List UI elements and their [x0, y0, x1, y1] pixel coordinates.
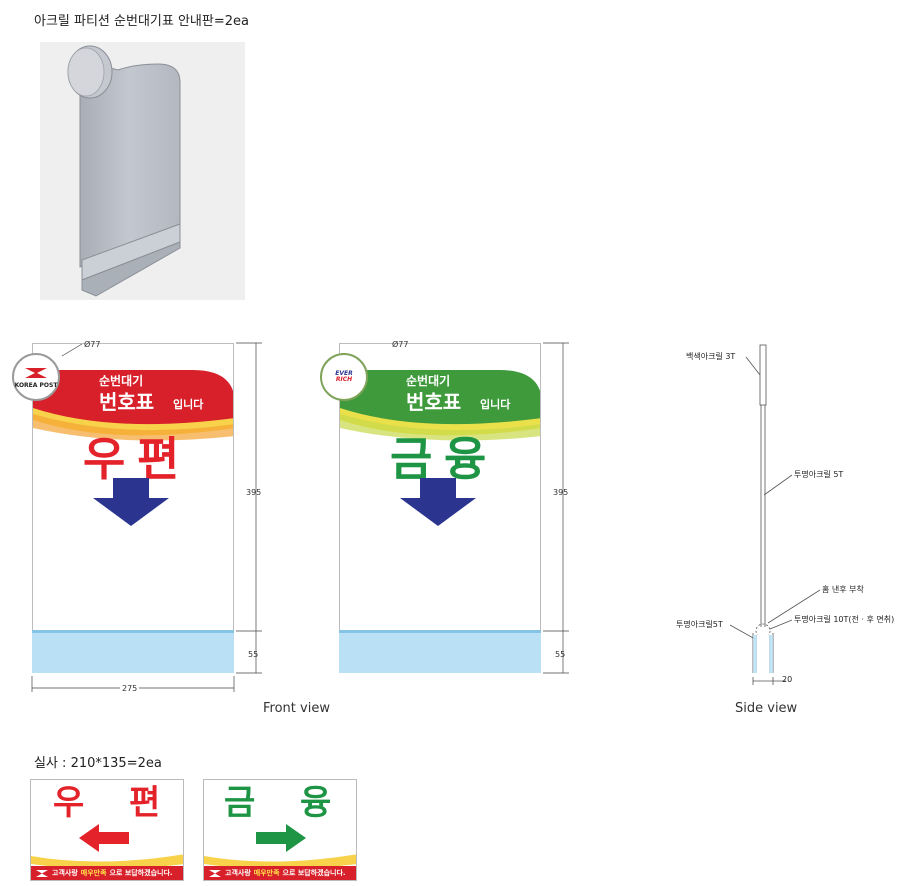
sign-post-width: 275: [120, 684, 140, 693]
front-view-caption: Front view: [263, 701, 330, 716]
arrow-down-icon: [400, 478, 476, 526]
product-photo: [40, 42, 245, 300]
ever-rich-logo-line2: RICH: [335, 376, 353, 383]
card-post-footer-prefix: 고객사랑: [52, 869, 78, 877]
sign-rich-height: 395: [553, 488, 569, 497]
actual-print-title: 실사 : 210*135=2ea: [34, 756, 162, 771]
sign-post-base-height: 55: [248, 650, 259, 659]
sign-post-height: 395: [246, 488, 262, 497]
card-post-footer-band: [31, 854, 183, 880]
actual-card-rich: 금 융 고객사랑 매우만족 으로 보답하겠습니다.: [203, 779, 357, 881]
korea-post-logo-text: KOREA POST: [14, 381, 58, 389]
ever-rich-logo: EVER RICH: [320, 353, 368, 401]
sign-rich-diameter: Ø77: [392, 340, 409, 349]
sign-rich-ribbon-art: [340, 370, 540, 441]
card-rich-footer-band: [204, 854, 356, 880]
sign-rich-char2: 융: [444, 432, 487, 486]
korea-post-small-icon: [209, 869, 221, 877]
sign-post-ribbon-line3: 입니다: [173, 398, 204, 411]
card-rich-footer-prefix: 고객사랑: [225, 869, 251, 877]
card-post-char1: 우: [53, 783, 85, 823]
sign-rich-panel: 순번대기 번호표 입니다 금 융: [339, 343, 541, 673]
sign-post-ribbon-line1: 순번대기: [99, 374, 144, 388]
ever-rich-logo-line1: EVER: [335, 369, 353, 377]
card-rich-footer-suffix: 으로 보답하겠습니다.: [282, 869, 346, 877]
sign-rich-base-height: 55: [555, 650, 566, 659]
arrow-left-icon: [79, 824, 129, 852]
sign-rich-char1: 금: [390, 432, 433, 486]
sign-post-base: [32, 630, 234, 673]
card-rich-footer-highlight: 매우만족: [253, 869, 280, 877]
card-post-footer-suffix: 으로 보답하겠습니다.: [109, 869, 173, 877]
label-white-acrylic: 백색아크릴 3T: [686, 352, 736, 361]
card-post-char2: 편: [129, 783, 161, 823]
sign-rich-base: [339, 630, 541, 673]
sign-rich-ribbon-line2: 번호표: [406, 390, 462, 414]
sign-post-panel: 순번대기 번호표 입니다 우 편: [32, 343, 234, 673]
acrylic-partition-render: [67, 45, 181, 297]
actual-card-post: 우 편 고객사랑 매우만족 으로 보답하겠습니다.: [30, 779, 184, 881]
label-20: 20: [782, 675, 793, 684]
sign-post-ribbon-line2: 번호표: [99, 390, 155, 414]
side-view-drawing: [729, 344, 821, 685]
card-rich-char2: 융: [300, 783, 332, 823]
sign-rich-ribbon: [340, 370, 540, 425]
korea-post-emblem-icon: [25, 367, 47, 378]
sign-post-ribbon: [33, 370, 233, 425]
label-clear-5t: 투명아크릴 5T: [794, 470, 844, 479]
sign-rich-ribbon-line1: 순번대기: [406, 374, 451, 388]
side-view-caption: Side view: [735, 701, 798, 716]
korea-post-small-icon: [36, 869, 48, 877]
label-clear-5t-left: 투명아크릴5T: [676, 620, 723, 629]
sign-post-char1: 우: [83, 432, 126, 486]
korea-post-logo: KOREA POST: [12, 353, 60, 401]
arrow-right-icon: [256, 824, 306, 852]
arrow-down-icon: [93, 478, 169, 526]
sign-post-char2: 편: [137, 432, 180, 486]
label-clear-10t: 투명아크릴 10T(전 · 후 면취): [794, 615, 895, 624]
sign-rich-ribbon-line3: 입니다: [480, 398, 511, 411]
sign-post-ribbon-art: [33, 370, 233, 441]
label-groove: 홈 낸후 부착: [822, 585, 864, 594]
card-rich-char1: 금: [224, 783, 256, 823]
sign-post-diameter: Ø77: [84, 340, 101, 349]
card-post-footer-highlight: 매우만족: [80, 869, 107, 877]
page-title: 아크릴 파티션 순번대기표 안내판=2ea: [34, 14, 249, 29]
